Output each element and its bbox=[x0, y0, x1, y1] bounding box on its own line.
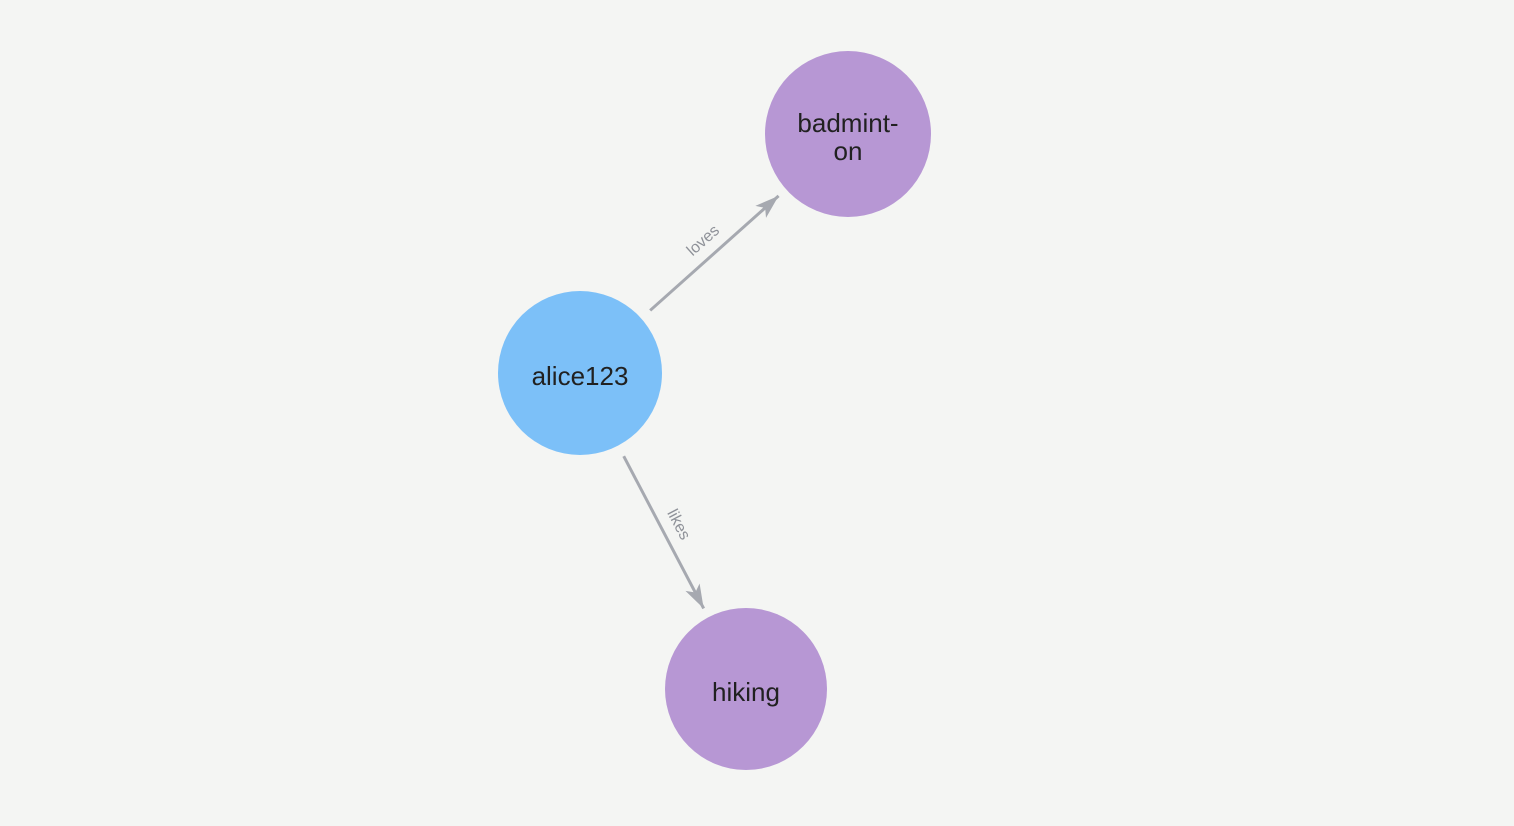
node-alice123[interactable] bbox=[498, 291, 662, 455]
edge-label-loves: loves bbox=[684, 222, 723, 260]
node-hiking[interactable] bbox=[665, 608, 827, 770]
edge-alice123-hiking[interactable] bbox=[622, 455, 706, 610]
edge-alice123-badminton[interactable] bbox=[649, 194, 780, 312]
node-badminton[interactable] bbox=[765, 51, 931, 217]
